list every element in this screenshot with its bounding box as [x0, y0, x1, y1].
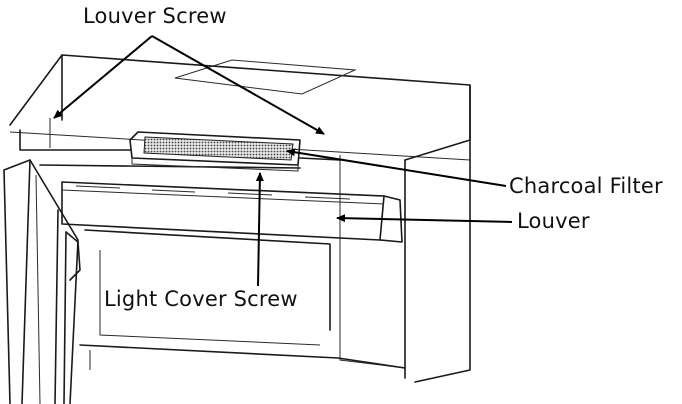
charcoal-filter-arrow: [286, 148, 507, 187]
louver-screw-label: Louver Screw: [83, 4, 227, 28]
front-upper-area: [19, 118, 341, 169]
charcoal-filter-label: Charcoal Filter: [509, 174, 663, 198]
louver-screw-arrow-right: [151, 35, 325, 135]
louver-screw-arrow-left: [53, 35, 153, 119]
open-door: [3, 159, 81, 404]
cavity: [79, 229, 406, 370]
light-cover-screw-label: Light Cover Screw: [104, 287, 298, 311]
louver-label: Louver: [517, 209, 590, 233]
louver-bar: [61, 181, 403, 243]
louver-arrow: [336, 214, 513, 223]
light-cover-screw-arrow: [255, 172, 264, 287]
charcoal-filter: [129, 131, 301, 172]
cabinet-right-side: [339, 84, 471, 383]
